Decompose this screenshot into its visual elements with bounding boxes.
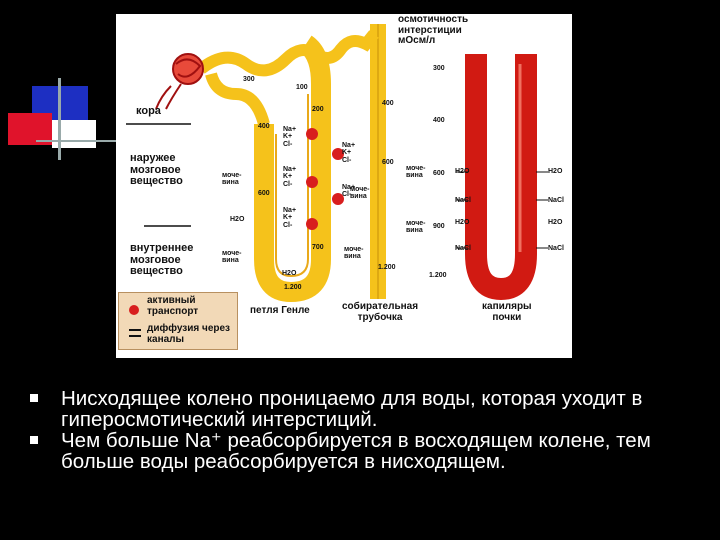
- h2o-4: H2O: [548, 219, 563, 226]
- urea-label-1: моче-вина: [222, 172, 242, 187]
- loop-val-200: 200: [312, 106, 324, 113]
- decor-square-red: [8, 113, 52, 145]
- h2o-1: H2O: [455, 168, 470, 175]
- kidney-nephron-figure: осмотичность интерстиции мОсм/л кора нар…: [116, 14, 572, 358]
- zone-outer-medulla-label: наружее мозговое вещество: [130, 152, 183, 188]
- zone-cortex-label: кора: [136, 105, 161, 117]
- bullet-text-1: Нисходящее колено проницаемо для воды, к…: [61, 387, 643, 431]
- loop-inner: [275, 94, 309, 278]
- ions-group-5: Na+Cl-: [342, 184, 356, 199]
- urea-label-6: моче-вина: [406, 220, 426, 235]
- nacl-4: NaCl: [548, 245, 564, 252]
- duct-val-1200: 1.200: [378, 264, 396, 271]
- distal-tubule: [205, 72, 270, 126]
- proximal-tubule: [197, 30, 379, 77]
- h2o-loop-2: H2O: [282, 270, 297, 277]
- zone-inner-medulla-label: внутреннее мозговое вещество: [130, 242, 194, 278]
- urea-label-4: моче-вина: [344, 246, 364, 261]
- loop-val-700: 700: [312, 244, 324, 251]
- duct-val-600: 600: [382, 159, 394, 166]
- ions-group-3: Na+K+Cl-: [283, 207, 297, 229]
- bullet-marker: [30, 436, 38, 444]
- scale-600: 600: [433, 170, 445, 177]
- loop-val-400: 400: [258, 123, 270, 130]
- scale-1200: 1.200: [429, 272, 447, 279]
- scale-900: 900: [433, 223, 445, 230]
- legend-pump-icon: [129, 305, 139, 315]
- nephron-diagram-svg: [126, 24, 548, 303]
- urea-label-2: моче-вина: [222, 250, 242, 265]
- h2o-3: H2O: [548, 168, 563, 175]
- pump-1: [306, 128, 318, 140]
- nacl-3: NaCl: [548, 197, 564, 204]
- ions-group-1: Na+K+Cl-: [283, 126, 297, 148]
- urea-label-5: моче-вина: [406, 165, 426, 180]
- pump-4: [332, 148, 344, 160]
- capillary-loop: [465, 54, 537, 301]
- bullet-list: Нисходящее колено проницаемо для воды, к…: [30, 388, 710, 472]
- ions-group-4: Na+K+Cl-: [342, 142, 356, 164]
- bullet-text-2: Чем больше Na⁺ реабсорбируется в восходя…: [61, 429, 651, 473]
- nacl-2: NaCl: [455, 245, 471, 252]
- scale-300: 300: [433, 65, 445, 72]
- duct-val-400: 400: [382, 100, 394, 107]
- decor-line-vertical: [58, 78, 61, 160]
- nacl-1: NaCl: [455, 197, 471, 204]
- h2o-2: H2O: [455, 219, 470, 226]
- pump-3: [306, 218, 318, 230]
- pump-5: [332, 193, 344, 205]
- scale-400: 400: [433, 117, 445, 124]
- glomerulus-vessels: [155, 58, 202, 110]
- loop-val-100: 100: [296, 84, 308, 91]
- loop-val-300: 300: [243, 76, 255, 83]
- figure-header: осмотичность интерстиции мОсм/л: [398, 14, 469, 46]
- loop-of-henle-label: петля Генле: [250, 305, 310, 316]
- loop-val-1200: 1.200: [284, 284, 302, 291]
- legend-channel-icon: [129, 329, 141, 337]
- bullet-item-1: Нисходящее колено проницаемо для воды, к…: [30, 388, 710, 430]
- urea-label-3: моче-вина: [350, 186, 370, 201]
- bullet-marker: [30, 394, 38, 402]
- capillary-arrows: [456, 171, 548, 249]
- ions-group-2: Na+K+Cl-: [283, 166, 297, 188]
- pump-2: [306, 176, 318, 188]
- decor-line-horizontal: [36, 140, 116, 142]
- h2o-loop-1: H2O: [230, 216, 245, 223]
- loop-val-600: 600: [258, 190, 270, 197]
- bullet-item-2: Чем больше Na⁺ реабсорбируется в восходя…: [30, 430, 710, 472]
